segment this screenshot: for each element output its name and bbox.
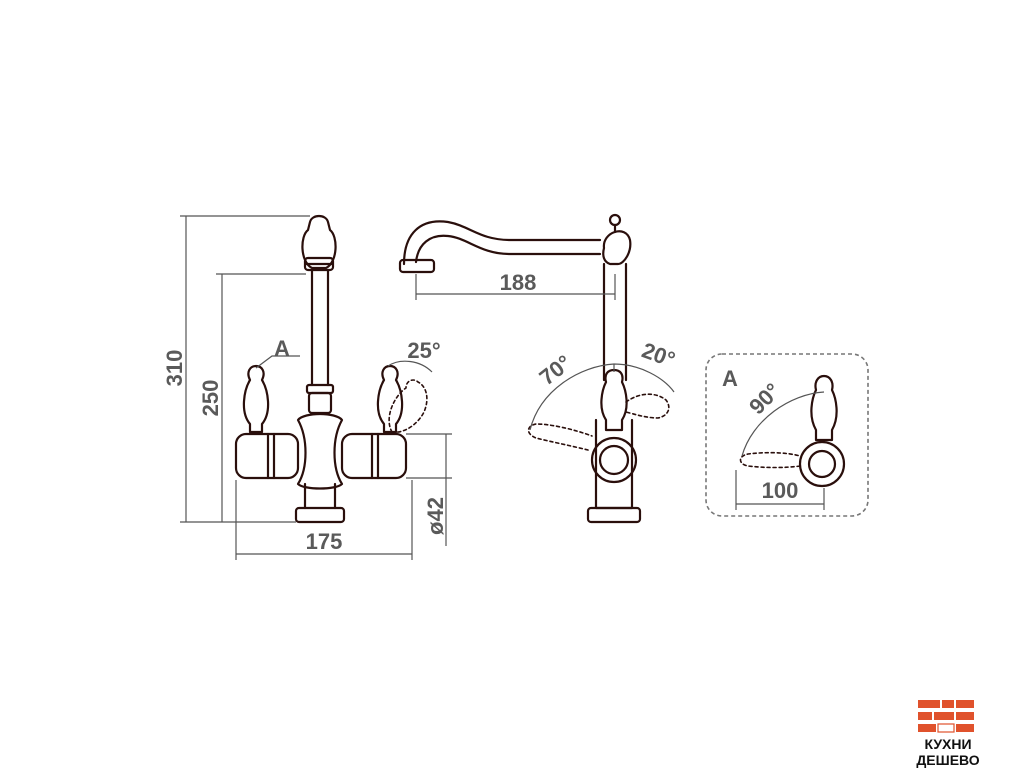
detail-title-a: A [722, 366, 738, 391]
dimension-100: 100 [762, 478, 799, 503]
dimension-310: 310 [162, 350, 187, 387]
brand-logo-icon [918, 700, 974, 733]
angle-90: 90° [744, 378, 785, 419]
angle-20: 20° [639, 338, 679, 373]
dimension-250: 250 [198, 380, 223, 417]
angle-25: 25° [407, 338, 440, 363]
front-view-faucet [234, 214, 428, 524]
angle-70: 70° [535, 350, 577, 390]
dimension-188: 188 [500, 270, 537, 295]
brand-name: КУХНИ ДЕШЕВО [916, 736, 980, 768]
dimension-diameter-42: ø42 [423, 497, 448, 535]
detail-marker-a: A [274, 336, 290, 361]
dimension-175: 175 [306, 529, 343, 554]
detail-a-border [705, 353, 869, 517]
side-view-faucet [398, 213, 670, 524]
detail-a-lever [739, 374, 846, 488]
